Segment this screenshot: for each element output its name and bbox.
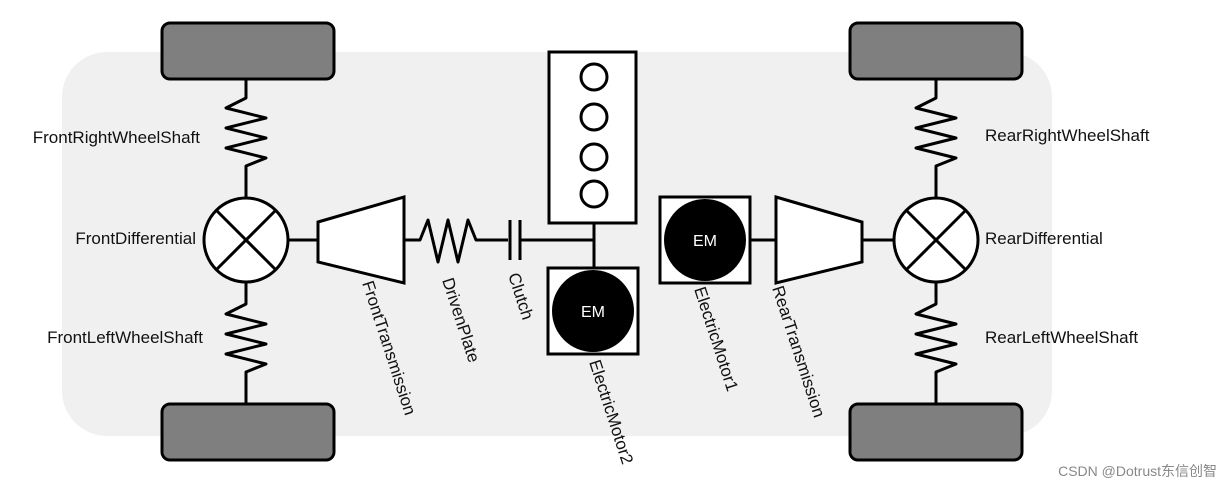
rear-left-wheel-shaft-spring — [914, 283, 958, 404]
rear-right-wheel-shaft-spring — [914, 79, 958, 200]
front-right-wheel-shaft-spring — [224, 79, 268, 200]
electric-motor-1-badge: EM — [693, 233, 717, 250]
chassis-body — [62, 52, 1052, 436]
engine-block — [547, 50, 638, 225]
engine-cylinder — [579, 62, 609, 92]
front-left-wheel-shaft-spring — [224, 283, 268, 404]
front-transmission-symbol — [316, 195, 406, 285]
front-left-wheel — [160, 402, 336, 462]
driven-plate-spring — [404, 218, 508, 264]
engine-cylinder — [579, 142, 609, 172]
rear-left-wheel — [848, 402, 1024, 462]
engine-cylinder — [579, 102, 609, 132]
watermark: CSDN @Dotrust东信创智 — [1058, 463, 1217, 479]
label-rear-right-wheel-shaft: RearRightWheelShaft — [985, 126, 1150, 145]
electric-motor-1-symbol: EM — [658, 195, 752, 285]
label-front-left-wheel-shaft: FrontLeftWheelShaft — [47, 328, 203, 347]
electric-motor-2-symbol: EM — [546, 266, 640, 356]
rear-right-wheel — [848, 21, 1024, 81]
electric-motor-2-badge: EM — [581, 304, 605, 321]
label-rear-differential: RearDifferential — [985, 229, 1103, 248]
rear-transmission-symbol — [774, 195, 864, 285]
label-front-differential: FrontDifferential — [75, 229, 196, 248]
engine-cylinder — [579, 179, 609, 209]
front-differential-symbol — [202, 196, 290, 284]
rear-differential-symbol — [892, 196, 980, 284]
label-front-right-wheel-shaft: FrontRightWheelShaft — [33, 128, 201, 147]
label-rear-left-wheel-shaft: RearLeftWheelShaft — [985, 328, 1138, 347]
front-right-wheel — [160, 21, 336, 81]
